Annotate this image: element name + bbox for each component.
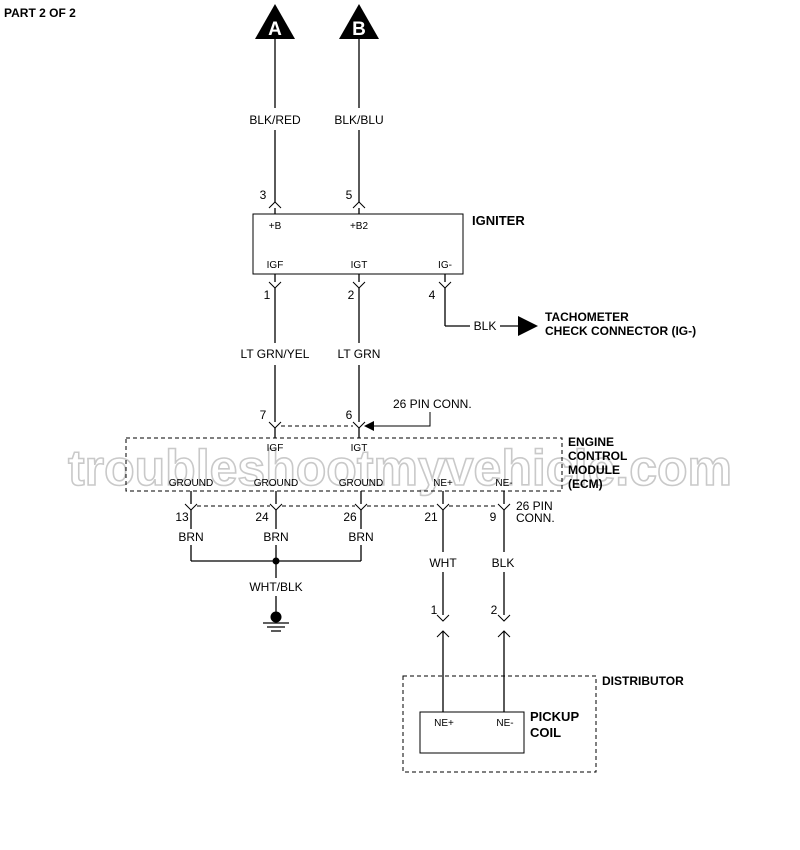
ecm-title-line3: MODULE [568, 463, 620, 477]
igniter-terminal-igf: IGF [267, 260, 284, 271]
wire-label-brn-26: BRN [348, 530, 373, 544]
wire-label-blk-ne: BLK [492, 556, 515, 570]
pin-mark-4 [438, 281, 452, 289]
pickup-coil-ne-neg: NE- [496, 718, 513, 729]
wire-label-blk-tach: BLK [474, 319, 497, 333]
pin-mark-dist-2-top [497, 614, 511, 622]
pin-ecm-ground-1: 13 [175, 510, 189, 524]
arrow-right-icon [518, 316, 538, 336]
connector-a: A [255, 4, 295, 40]
pin-mark-9 [497, 503, 511, 511]
pin-dist-1: 1 [431, 603, 438, 617]
page-label: PART 2 OF 2 [4, 6, 76, 20]
pin-igniter-b2: 5 [346, 188, 353, 202]
connector-b: B [339, 4, 379, 40]
connector-a-label: A [268, 19, 282, 40]
ecm-ground-1: GROUND [169, 478, 213, 489]
ecm-ground-2: GROUND [254, 478, 298, 489]
pin-mark-3 [268, 201, 282, 209]
pin-dist-2: 2 [491, 603, 498, 617]
pin-ecm-ne-pos: 21 [424, 510, 438, 524]
pin-ecm-igt: 6 [346, 408, 353, 422]
pin-mark-26 [354, 503, 368, 511]
wire-label-lt-grn: LT GRN [338, 347, 381, 361]
pickup-coil-ne-pos: NE+ [434, 718, 454, 729]
pin-mark-6 [352, 421, 366, 429]
ecm-title-line2: CONTROL [568, 449, 627, 463]
tachometer-line2: CHECK CONNECTOR (IG-) [545, 324, 696, 338]
pin-mark-2 [352, 281, 366, 289]
watermark: troubleshootmyvehicle.com [68, 440, 732, 496]
arrow-left-icon [364, 421, 374, 431]
pin-ig-neg: 4 [429, 288, 436, 302]
pickup-coil-line1: PICKUP [530, 709, 579, 724]
tachometer-line1: TACHOMETER [545, 310, 629, 324]
pin-mark-1 [268, 281, 282, 289]
ecm-terminal-igt: IGT [351, 443, 368, 454]
wire-label-blk-red: BLK/RED [249, 113, 301, 127]
igniter-terminal-igt: IGT [351, 260, 368, 271]
ground-icon [263, 611, 289, 632]
igniter-box [252, 213, 464, 275]
distributor-title: DISTRIBUTOR [602, 674, 684, 688]
pin-ecm-ground-2: 24 [255, 510, 269, 524]
distributor-box [402, 675, 597, 773]
igniter-terminal-b: +B [269, 221, 282, 232]
wire-label-brn-24: BRN [263, 530, 288, 544]
ecm-box [125, 437, 563, 492]
pin-mark-24 [269, 503, 283, 511]
ecm-title-line4: (ECM) [568, 477, 603, 491]
pin-igt: 2 [348, 288, 355, 302]
wire-blk-tach [444, 288, 518, 327]
wire-label-wht: WHT [429, 556, 457, 570]
igniter-terminal-b2: +B2 [350, 221, 369, 232]
ecm-title-line1: ENGINE [568, 435, 614, 449]
pin-igf: 1 [264, 288, 271, 302]
wire-label-wht-blk: WHT/BLK [249, 580, 302, 594]
pin-mark-21 [436, 503, 450, 511]
ecm-ne-pos: NE+ [433, 478, 453, 489]
igniter-title: IGNITER [472, 213, 525, 228]
wire-label-brn-13: BRN [178, 530, 203, 544]
pin-mark-dist-1-top [436, 614, 450, 622]
pickup-coil-box [419, 711, 525, 754]
conn-26pin-top: 26 PIN CONN. [393, 397, 472, 411]
pin-igniter-b: 3 [260, 188, 267, 202]
wire-label-blk-blu: BLK/BLU [334, 113, 383, 127]
connector-b-label: B [352, 19, 366, 40]
pin-ecm-ne-neg: 9 [490, 510, 497, 524]
ecm-ne-neg: NE- [495, 478, 512, 489]
ground-bus [190, 545, 362, 612]
conn-26pin-bottom-line1: 26 PIN [516, 499, 553, 513]
ecm-terminal-igf: IGF [267, 443, 284, 454]
pin-mark-7 [268, 421, 282, 429]
pin-ecm-igf: 7 [260, 408, 267, 422]
leader-line [370, 412, 431, 427]
wire-label-lt-grn-yel: LT GRN/YEL [241, 347, 310, 361]
pin-mark-5 [352, 201, 366, 209]
igniter-terminal-ig: IG- [438, 260, 452, 271]
pin-ecm-ground-3: 26 [343, 510, 357, 524]
conn-26pin-bottom-line2: CONN. [516, 511, 555, 525]
pickup-coil-line2: COIL [530, 725, 561, 740]
ecm-ground-3: GROUND [339, 478, 383, 489]
